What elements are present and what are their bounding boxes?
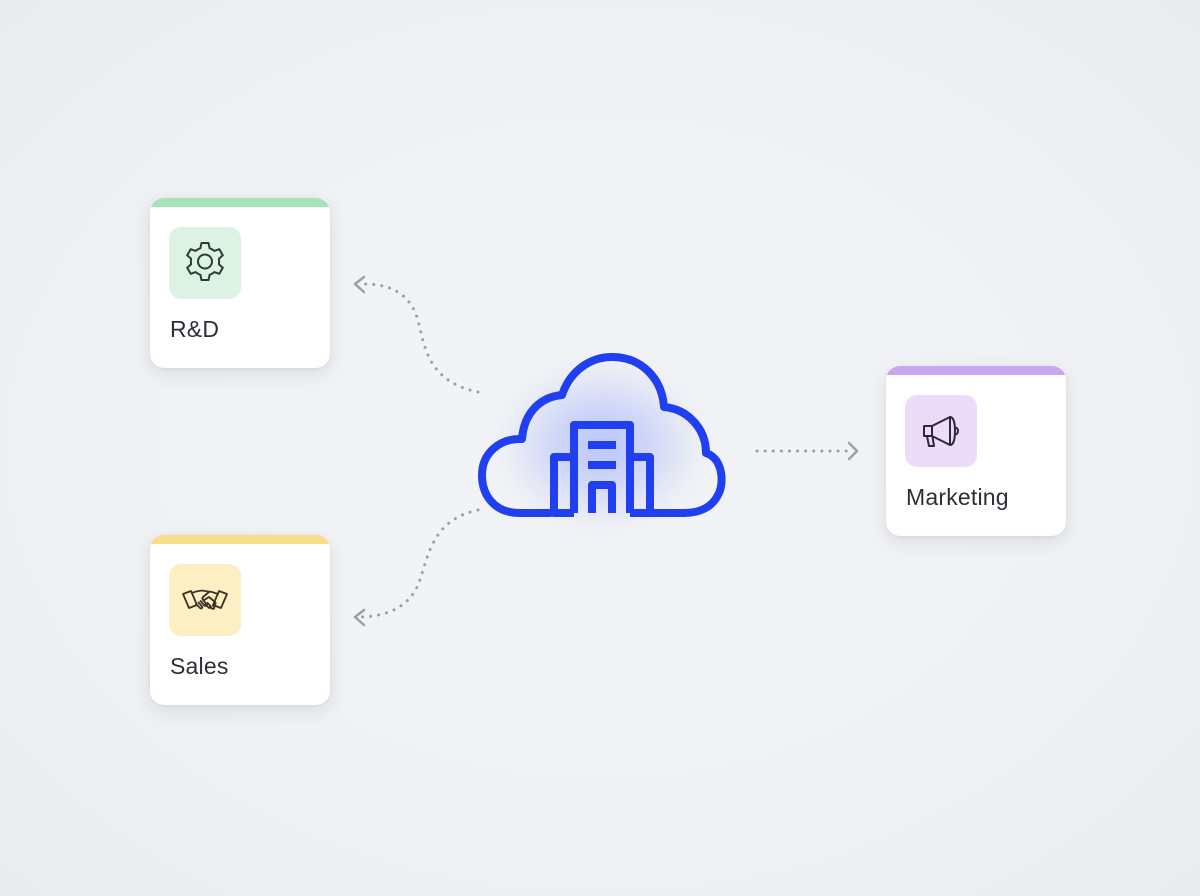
card-label: Sales: [170, 653, 229, 679]
central-hub: [462, 335, 742, 545]
gear-icon: [186, 242, 224, 281]
card-accent-bar: [886, 366, 1066, 375]
icon-tile: [169, 227, 241, 299]
icon-tile: [905, 395, 977, 467]
department-card-marketing[interactable]: Marketing: [886, 366, 1066, 536]
cloud-building-icon: [478, 353, 726, 517]
arrowhead-marketing: [847, 441, 859, 461]
handshake-icon: [182, 589, 228, 610]
arrowhead-rd: [353, 275, 366, 294]
connector-hub-to-sales: [356, 508, 480, 619]
megaphone-icon: [923, 416, 960, 447]
arrowhead-sales: [353, 608, 366, 627]
card-label: R&D: [170, 316, 220, 342]
card-accent-bar: [150, 198, 330, 207]
department-card-sales[interactable]: Sales: [150, 535, 330, 705]
card-label: Marketing: [906, 484, 1009, 510]
icon-tile: [169, 564, 241, 636]
department-card-rd[interactable]: R&D: [150, 198, 330, 368]
card-accent-bar: [150, 535, 330, 544]
connector-hub-to-rd: [356, 282, 480, 394]
